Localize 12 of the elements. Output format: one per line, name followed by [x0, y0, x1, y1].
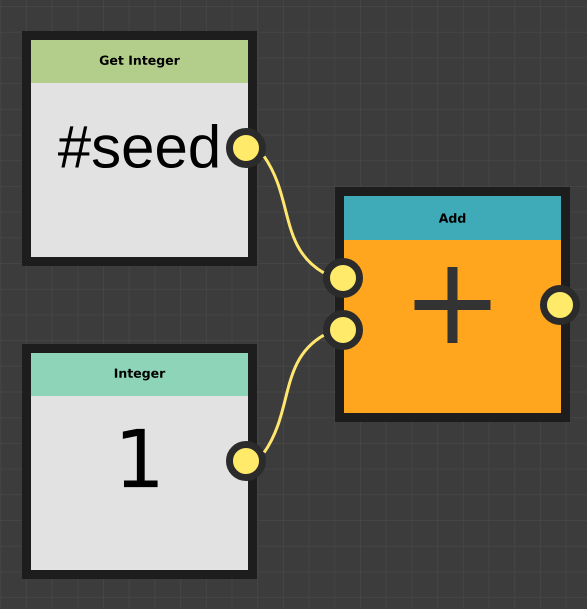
port-circle [323, 310, 363, 350]
value-text: 1 [122, 428, 158, 488]
port-circle [323, 258, 363, 298]
node-header: Integer [31, 353, 248, 396]
port-circle [226, 128, 266, 168]
value-text: #seed [58, 124, 218, 168]
port-circle [540, 285, 580, 325]
node-header: Add [344, 196, 561, 240]
wire [262, 334, 325, 454]
wire [262, 156, 325, 274]
node-header: Get Integer [31, 40, 248, 83]
port-circle [226, 441, 266, 481]
